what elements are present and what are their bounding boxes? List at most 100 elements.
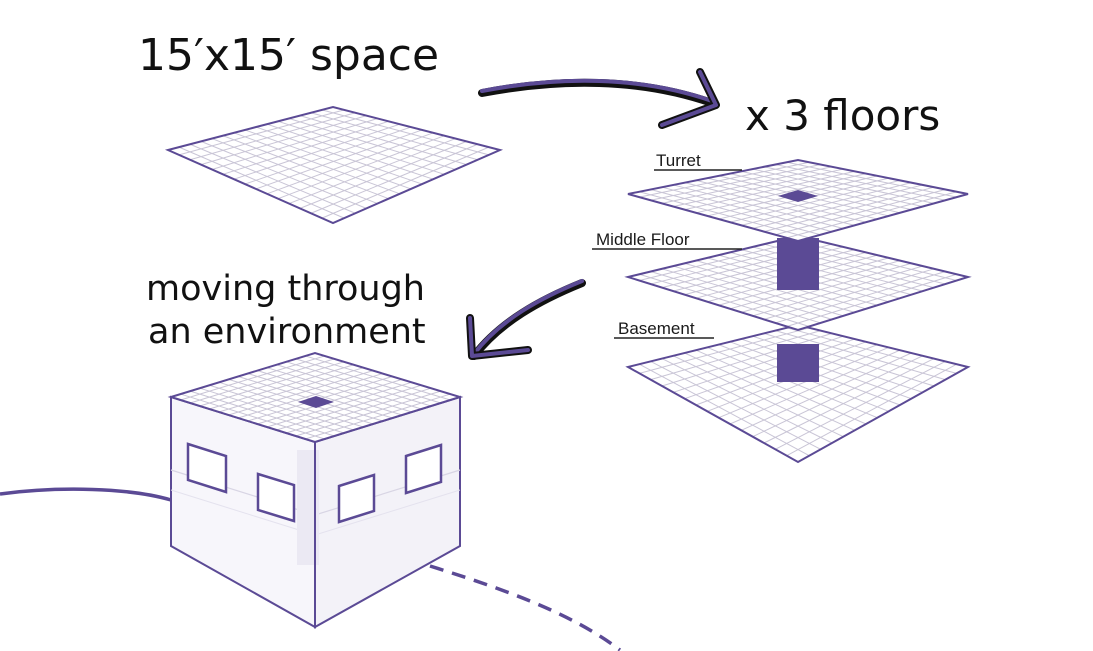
grid-line (786, 327, 957, 374)
grid-line (650, 330, 821, 381)
grid-line (650, 360, 821, 450)
grid-line (218, 381, 364, 428)
grid-line (277, 135, 445, 200)
grid-line (684, 249, 855, 296)
grid-line (786, 161, 957, 198)
curved-arrow-down-left (466, 279, 586, 360)
grid-line (661, 166, 833, 204)
grid-line (295, 390, 441, 437)
turret-opening (778, 190, 818, 202)
grid-line (310, 143, 478, 214)
grid-line (729, 349, 901, 425)
grid-line (277, 120, 445, 175)
grid-line (299, 115, 467, 166)
grid-line (661, 332, 833, 387)
grid-line (763, 332, 935, 387)
grid-line (684, 262, 855, 313)
grid-line (305, 355, 451, 401)
single-floor-plane (164, 105, 504, 225)
moving-title-line2: an environment (148, 312, 426, 352)
grid-line (752, 355, 923, 438)
grid-line (695, 179, 867, 223)
grid-line (639, 191, 810, 239)
grid-line (775, 271, 946, 324)
grid-line (650, 271, 821, 324)
grid-line (673, 168, 844, 208)
grid-line (639, 161, 810, 198)
grid-line (673, 184, 844, 229)
grid-line (218, 367, 364, 413)
grid-line (266, 367, 412, 413)
grid-line (244, 126, 412, 185)
grid-line (266, 123, 434, 180)
grid-line (321, 146, 490, 219)
cube-window (256, 472, 296, 523)
grid-line (199, 361, 345, 407)
grid-line (650, 188, 821, 236)
grid-line (200, 115, 367, 166)
grid-line (752, 184, 923, 229)
grid-line (741, 170, 912, 211)
upper-connector-column (777, 238, 819, 290)
grid-line (190, 358, 335, 404)
space-title: 15′x15′ space (138, 30, 439, 81)
grid-line (189, 143, 356, 214)
grid-line (178, 146, 345, 219)
lower-connector-column (777, 344, 819, 382)
grid-line (695, 173, 867, 214)
path-line-solid (0, 487, 172, 502)
grid-line (286, 361, 432, 407)
grid-line (286, 387, 432, 434)
grid-line (222, 120, 389, 175)
path-line-dashed (429, 564, 622, 651)
grid-line (741, 249, 912, 296)
floor-label-basement: Basement (614, 319, 714, 339)
floor-label-middle: Middle Floor (592, 230, 742, 250)
grid-line (321, 109, 489, 156)
grid-line (741, 182, 912, 226)
floor-label-turret: Turret (654, 151, 742, 171)
grid-line (673, 265, 844, 317)
grid-line (266, 381, 412, 428)
grid-line (233, 132, 400, 195)
grid-line (295, 358, 441, 404)
cube-top-opening (298, 396, 334, 408)
grid-line (775, 164, 946, 201)
grid-line (200, 140, 367, 209)
grid-line (786, 273, 957, 327)
floors-title: x 3 floors (745, 91, 940, 140)
grid-line (763, 166, 935, 204)
grid-line (661, 358, 833, 444)
cube-window (186, 442, 228, 494)
grid-line (209, 384, 354, 431)
grid-line (310, 112, 478, 161)
grid-line (786, 363, 957, 457)
grid-line (244, 129, 412, 190)
grid-line (684, 182, 855, 226)
grid-line (763, 268, 935, 320)
grid-line (211, 117, 378, 170)
grid-line (305, 393, 451, 440)
grid-line (729, 173, 901, 214)
grid-line (684, 170, 855, 211)
grid-line (255, 129, 423, 190)
grid-line (247, 373, 393, 419)
grid-line (775, 188, 946, 236)
grid-line (190, 390, 335, 437)
grid-line (752, 265, 923, 317)
grid-line (180, 355, 325, 401)
grid-line (211, 138, 378, 204)
cube-window (337, 473, 376, 524)
grid-line (775, 360, 946, 450)
grid-line (729, 179, 901, 223)
grid-line (639, 327, 810, 374)
grid-line (763, 186, 935, 233)
grid-line (763, 358, 935, 444)
grid-line (276, 384, 422, 431)
grid-line (718, 346, 889, 419)
grid-line (684, 352, 855, 431)
cube-environment (167, 351, 464, 629)
grid-line (299, 140, 467, 209)
grid-line (673, 355, 844, 438)
